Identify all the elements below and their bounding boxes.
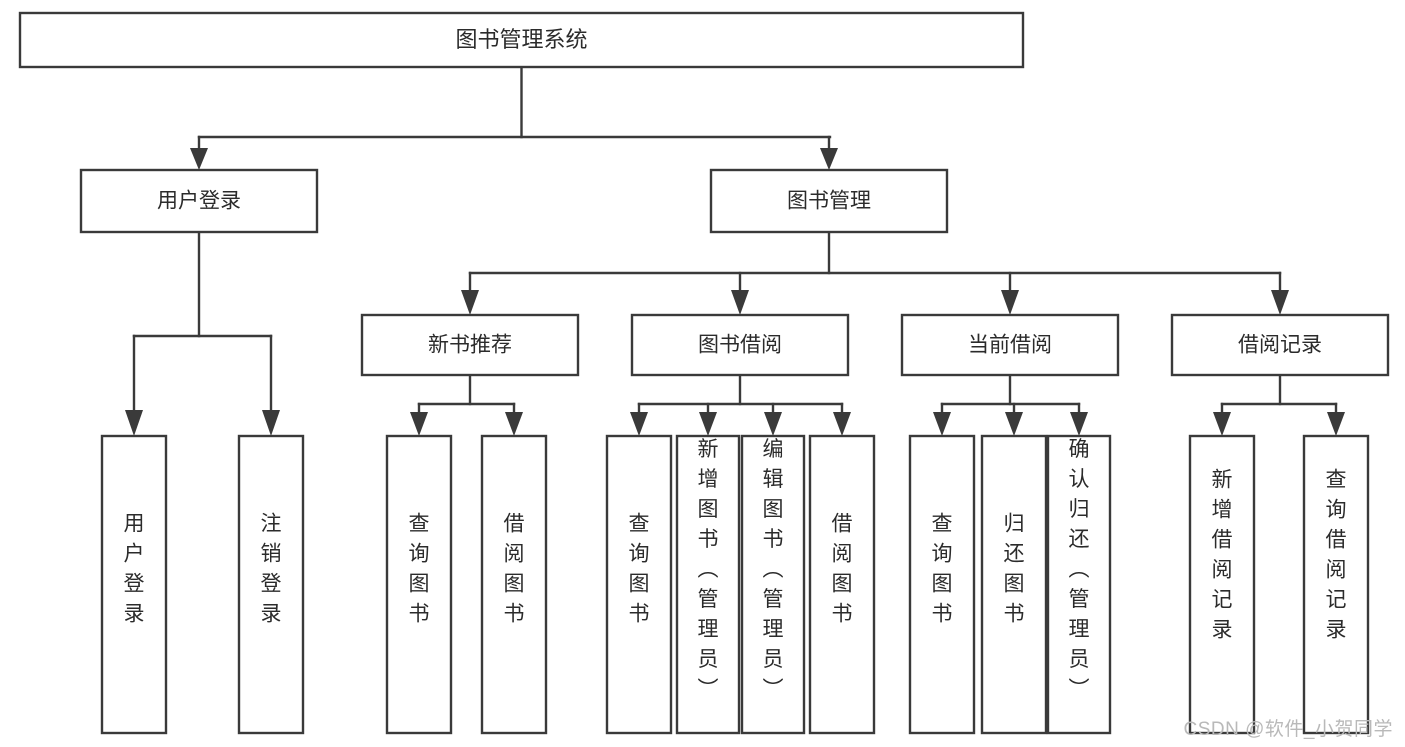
node-borrow-record-box[interactable]	[1170, 313, 1390, 377]
node-leaf-edit-book-admin[interactable]: 编辑图书︵管理员︶	[740, 434, 806, 735]
arrow-head-borrow-record	[1271, 290, 1289, 315]
node-leaf-borrow-book-2[interactable]: 借阅图书	[808, 434, 876, 735]
node-leaf-query-record-box[interactable]	[1302, 434, 1370, 735]
node-book-borrow-box[interactable]	[630, 313, 850, 377]
node-user-login[interactable]: 用户登录	[79, 168, 319, 234]
node-leaf-borrow-book-1-box[interactable]	[480, 434, 548, 735]
arrow-head-user-login	[190, 148, 208, 170]
node-leaf-user-login-label: 用户登录	[124, 513, 145, 626]
arrow-head-current-borrow	[1001, 290, 1019, 315]
node-root-label: 图书管理系统	[455, 27, 587, 52]
node-user-login-box[interactable]	[79, 168, 319, 234]
node-root-box[interactable]	[18, 11, 1025, 69]
arrow-head-leaf-query-book-2	[630, 412, 648, 436]
connector-group-current-borrow-leaves	[933, 373, 1088, 436]
node-leaf-confirm-return-admin-label: 确认归还︵管理员︶	[1069, 438, 1090, 701]
node-leaf-add-book-admin-label: 新增图书︵管理员︶	[698, 438, 719, 701]
node-leaf-edit-book-admin-label: 编辑图书︵管理员︶	[763, 438, 784, 701]
node-current-borrow-label: 当前借阅	[968, 334, 1052, 357]
node-borrow-record[interactable]: 借阅记录	[1170, 313, 1390, 377]
node-leaf-borrow-book-2-box[interactable]	[808, 434, 876, 735]
node-leaf-query-book-1-label: 查询图书	[409, 513, 430, 626]
node-book-manage-label: 图书管理	[787, 190, 871, 213]
arrow-head-leaf-user-login	[125, 410, 143, 436]
node-leaf-query-book-3-box[interactable]	[908, 434, 976, 735]
node-leaf-borrow-book-2-label: 借阅图书	[832, 513, 853, 626]
node-leaf-query-book-1-box[interactable]	[385, 434, 453, 735]
node-leaf-query-book-3[interactable]: 查询图书	[908, 434, 976, 735]
arrow-head-book-manage	[820, 148, 838, 170]
arrow-head-leaf-confirm-return-admin	[1070, 412, 1088, 436]
node-leaf-user-logout-box[interactable]	[237, 434, 305, 735]
arrow-head-leaf-query-book-3	[933, 412, 951, 436]
node-leaf-query-book-2-box[interactable]	[605, 434, 673, 735]
node-leaf-borrow-book-1-label: 借阅图书	[504, 513, 525, 626]
arrow-head-leaf-query-book-1	[410, 412, 428, 436]
node-leaf-user-login-box[interactable]	[100, 434, 168, 735]
node-new-book-rec-box[interactable]	[360, 313, 580, 377]
node-user-login-label: 用户登录	[157, 190, 241, 213]
node-leaf-query-record[interactable]: 查询借阅记录	[1302, 434, 1370, 735]
leaf-node-layer: 用户登录 注销登录 查询图书 借阅图书 查询图书 新增图书︵管理员︶ 编辑图书︵管理员︶ 借阅…	[100, 434, 1370, 735]
connector-group-book-borrow-leaves	[630, 373, 851, 436]
node-leaf-query-record-label: 查询借阅记录	[1326, 469, 1347, 642]
node-book-manage[interactable]: 图书管理	[709, 168, 949, 234]
arrow-head-leaf-add-record	[1213, 412, 1231, 436]
node-new-book-rec-label: 新书推荐	[428, 334, 512, 357]
arrow-head-book-borrow	[731, 290, 749, 315]
node-leaf-query-book-2-label: 查询图书	[629, 513, 650, 626]
node-leaf-query-book-2[interactable]: 查询图书	[605, 434, 673, 735]
node-current-borrow-box[interactable]	[900, 313, 1120, 377]
node-leaf-return-book-label: 归还图书	[1004, 513, 1025, 626]
node-leaf-confirm-return-admin[interactable]: 确认归还︵管理员︶	[1046, 434, 1112, 735]
node-borrow-record-label: 借阅记录	[1238, 334, 1322, 357]
arrow-head-leaf-query-record	[1327, 412, 1345, 436]
node-leaf-edit-book-admin-box[interactable]	[740, 434, 806, 735]
arrow-head-new-book-rec	[461, 290, 479, 315]
node-leaf-return-book[interactable]: 归还图书	[980, 434, 1048, 735]
node-leaf-borrow-book-1[interactable]: 借阅图书	[480, 434, 548, 735]
node-leaf-query-book-3-label: 查询图书	[932, 513, 953, 626]
node-current-borrow[interactable]: 当前借阅	[900, 313, 1120, 377]
node-leaf-add-record-box[interactable]	[1188, 434, 1256, 735]
node-leaf-add-book-admin[interactable]: 新增图书︵管理员︶	[675, 434, 741, 735]
connector-group-book-manage	[461, 230, 1289, 315]
connector-group-borrow-record-leaves	[1213, 373, 1345, 436]
arrow-head-leaf-borrow-book-1	[505, 412, 523, 436]
connector-group-new-book-rec-leaves	[410, 373, 523, 436]
node-book-borrow[interactable]: 图书借阅	[630, 313, 850, 377]
node-new-book-rec[interactable]: 新书推荐	[360, 313, 580, 377]
node-leaf-add-book-admin-box[interactable]	[675, 434, 741, 735]
node-leaf-user-logout-label: 注销登录	[261, 513, 282, 626]
arrow-head-leaf-borrow-book-2	[833, 412, 851, 436]
arrow-head-leaf-add-book-admin	[699, 412, 717, 436]
node-book-borrow-label: 图书借阅	[698, 334, 782, 357]
node-leaf-add-record[interactable]: 新增借阅记录	[1188, 434, 1256, 735]
connector-group-root	[190, 65, 838, 170]
node-leaf-query-book-1[interactable]: 查询图书	[385, 434, 453, 735]
arrow-head-leaf-user-logout	[262, 410, 280, 436]
node-root[interactable]: 图书管理系统	[18, 11, 1025, 69]
arrow-head-leaf-edit-book-admin	[764, 412, 782, 436]
node-leaf-return-book-box[interactable]	[980, 434, 1048, 735]
node-leaf-add-record-label: 新增借阅记录	[1212, 469, 1233, 642]
connector-group-user-login-leaves	[125, 230, 280, 436]
arrow-head-leaf-return-book	[1005, 412, 1023, 436]
node-leaf-confirm-return-admin-box[interactable]	[1046, 434, 1112, 735]
node-leaf-user-login[interactable]: 用户登录	[100, 434, 168, 735]
node-book-manage-box[interactable]	[709, 168, 949, 234]
node-leaf-user-logout[interactable]: 注销登录	[237, 434, 305, 735]
